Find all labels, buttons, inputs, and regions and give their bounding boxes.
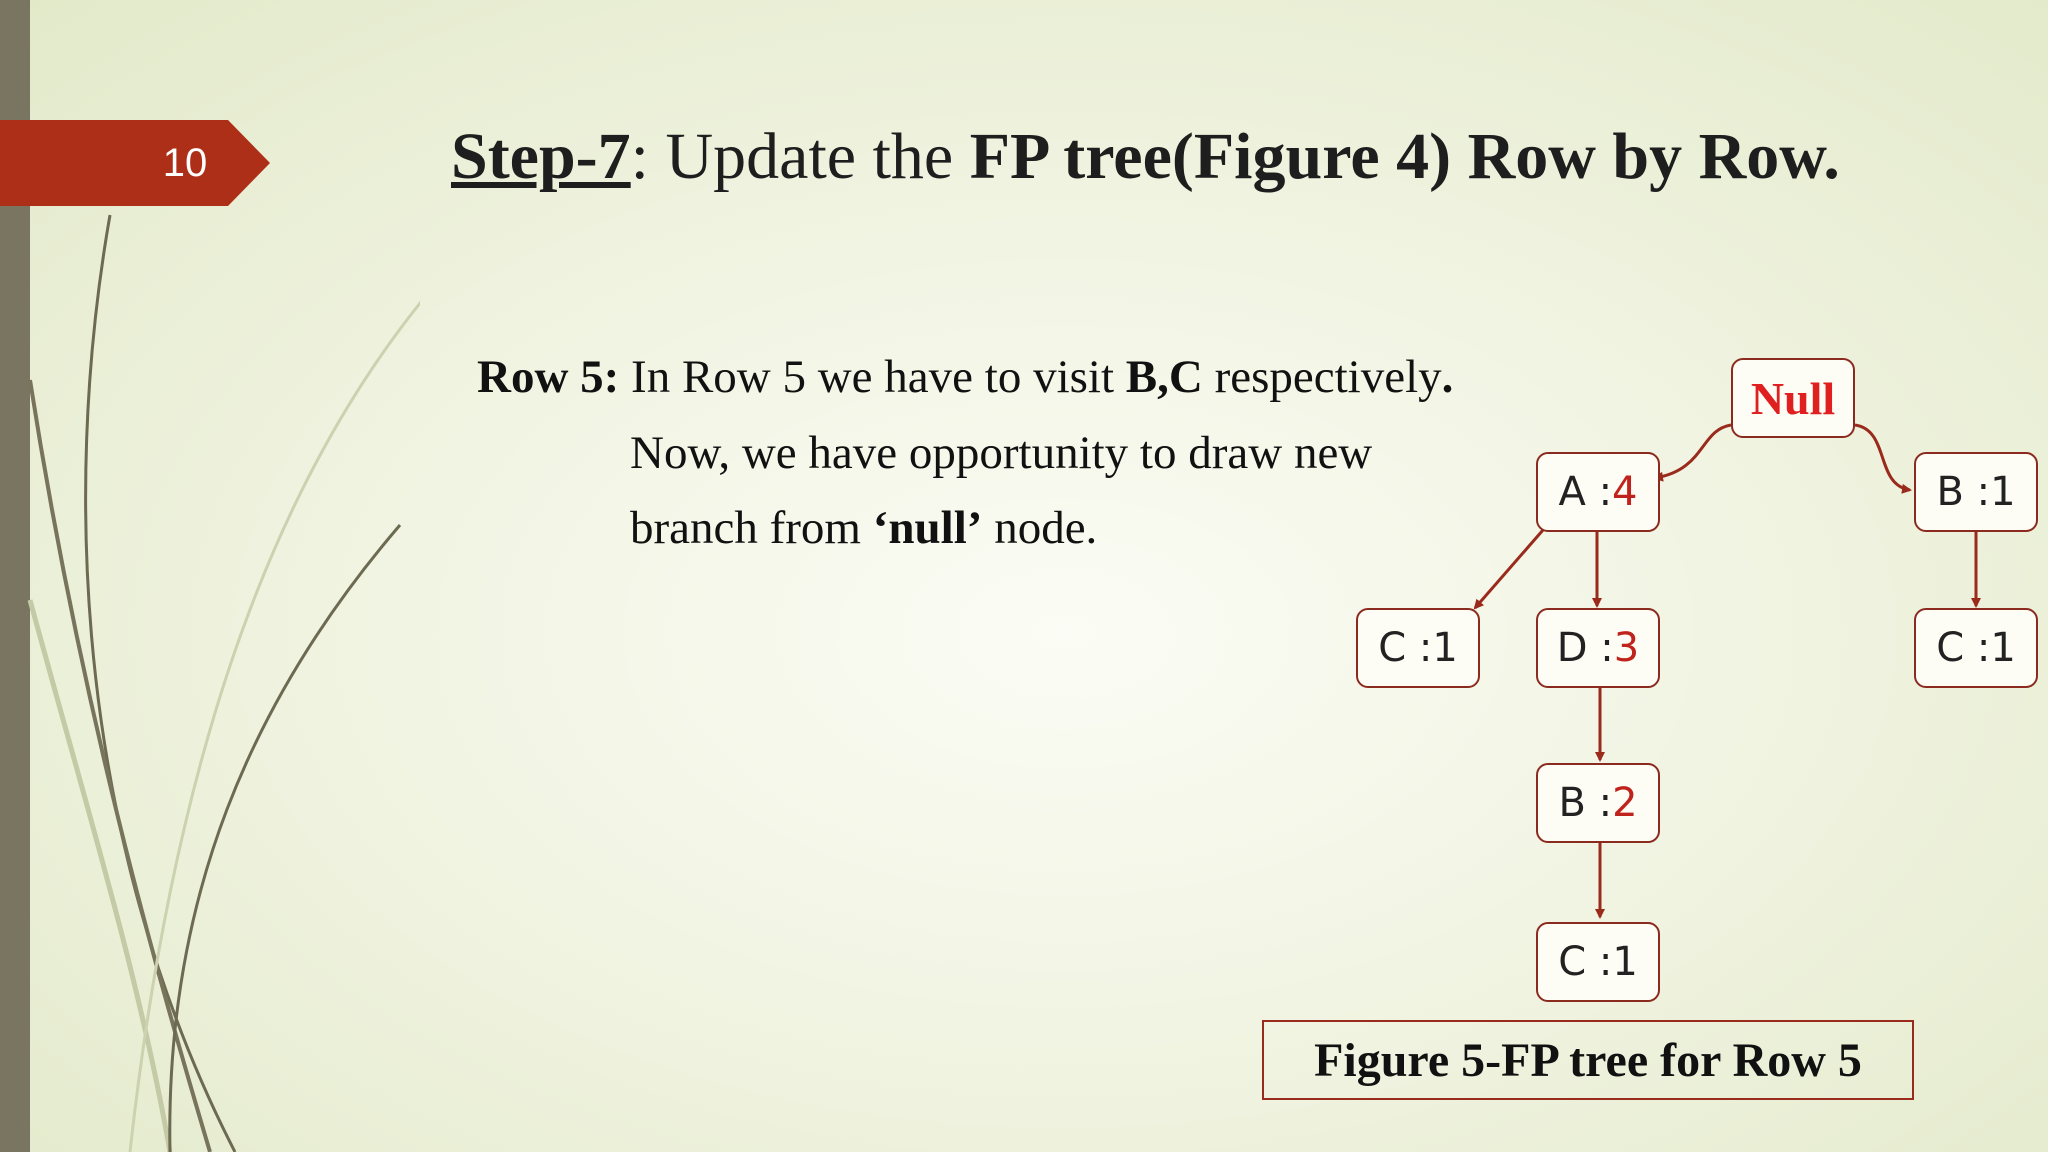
- tree-node-c-under-b: C : 1: [1536, 922, 1660, 1002]
- node-count: 3: [1613, 625, 1640, 671]
- row-label: Row 5:: [477, 351, 620, 403]
- node-count: 1: [1990, 469, 2016, 515]
- slide-number: 10: [162, 141, 208, 185]
- line3-text-end: node.: [982, 502, 1098, 554]
- node-item: C :: [1936, 625, 1991, 671]
- node-item: B :: [1558, 780, 1613, 826]
- node-item: D :: [1556, 625, 1614, 671]
- node-item: C :: [1558, 939, 1613, 985]
- node-count: 1: [1990, 625, 2016, 671]
- node-count: 4: [1612, 469, 1638, 515]
- tree-node-null: Null: [1731, 358, 1855, 438]
- body-line-2: Now, we have opportunity to draw new: [630, 427, 1373, 479]
- tree-node-b-under-d: B : 2: [1536, 763, 1660, 843]
- slide-number-tab: [0, 120, 270, 206]
- title-text: : Update the: [630, 120, 970, 193]
- node-count: 1: [1612, 939, 1638, 985]
- title-bold-text: FP tree(Figure 4) Row by Row.: [969, 120, 1840, 193]
- edge-null-to-b: [1854, 423, 1912, 494]
- body-line-1: Row 5: In Row 5 we have to visit B,C res…: [477, 350, 1453, 404]
- line3-null-word: ‘null’: [872, 502, 983, 554]
- tree-node-d: D : 3: [1536, 608, 1660, 688]
- line1-text-end: respectively: [1202, 351, 1442, 403]
- line3-text: branch from: [630, 502, 873, 554]
- node-item: B :: [1936, 469, 1991, 515]
- decorative-swoosh-lines: [27, 214, 420, 1152]
- line1-items: B,C: [1125, 351, 1203, 403]
- node-item: A :: [1558, 469, 1613, 515]
- edge-a-to-c: [1473, 529, 1545, 610]
- tree-node-c-under-a: C : 1: [1356, 608, 1480, 688]
- body-line-3: branch from ‘null’ node.: [630, 501, 1097, 555]
- tree-node-a: A : 4: [1536, 452, 1660, 532]
- edge-null-to-a: [1653, 423, 1732, 482]
- slide-title: Step-7: Update the FP tree(Figure 4) Row…: [451, 112, 1840, 202]
- tree-node-c-under-b-root: C : 1: [1914, 608, 2038, 688]
- figure-caption: Figure 5-FP tree for Row 5: [1262, 1020, 1914, 1100]
- title-step: Step-7: [451, 120, 631, 193]
- node-count: 2: [1612, 780, 1638, 826]
- line1-period: .: [1441, 351, 1454, 403]
- tree-node-b-root: B : 1: [1914, 452, 2038, 532]
- node-item: C :: [1378, 625, 1433, 671]
- line1-text: In Row 5 we have to visit: [619, 351, 1126, 403]
- node-count: 1: [1432, 625, 1458, 671]
